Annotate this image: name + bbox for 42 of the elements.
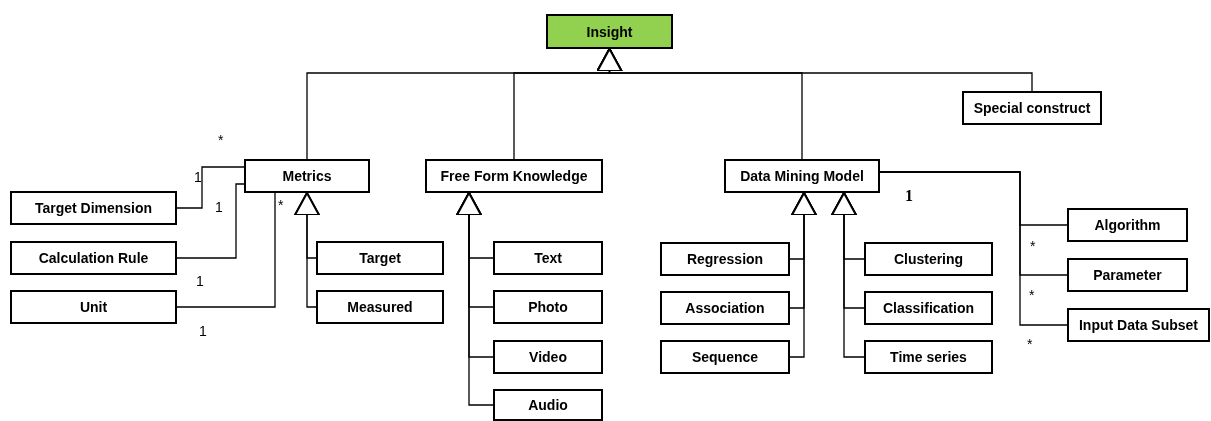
multiplicity-label: 1 — [194, 169, 202, 185]
generalization-arrow — [831, 192, 865, 358]
multiplicity-label: * — [1027, 336, 1033, 352]
class-box: Measured — [316, 290, 444, 324]
generalization-arrow — [789, 192, 817, 358]
multiplicity-label: 1 — [196, 273, 204, 289]
association-line — [176, 192, 276, 308]
association-line — [176, 183, 245, 259]
class-box: Text — [493, 241, 603, 275]
multiplicity-label: * — [1029, 287, 1035, 303]
class-box: Video — [493, 340, 603, 374]
class-box: Sequence — [660, 340, 790, 374]
multiplicity-label: 1 — [905, 188, 913, 204]
generalization-arrow — [294, 192, 320, 308]
class-box: Photo — [493, 290, 603, 324]
class-box: Data Mining Model — [724, 159, 880, 193]
multiplicity-label: * — [218, 132, 224, 148]
multiplicity-label: 1 — [199, 323, 207, 339]
class-box: Calculation Rule — [10, 241, 177, 275]
class-box: Audio — [493, 389, 603, 421]
association-line — [879, 171, 1068, 326]
class-box: Metrics — [244, 159, 370, 193]
class-box: Unit — [10, 290, 177, 324]
class-box: Special construct — [962, 91, 1102, 125]
generalization-arrow — [456, 192, 494, 406]
class-box: Classification — [864, 291, 993, 325]
class-box: Parameter — [1067, 258, 1188, 292]
class-box: Association — [660, 291, 790, 325]
association-line — [176, 166, 245, 209]
multiplicity-label: 1 — [215, 199, 223, 215]
multiplicity-label: * — [1030, 238, 1036, 254]
class-box: Clustering — [864, 242, 993, 276]
generalization-arrow — [596, 48, 1033, 92]
class-box: Target Dimension — [10, 191, 177, 225]
class-box: Insight — [546, 14, 673, 49]
class-box: Free Form Knowledge — [425, 159, 603, 193]
class-box: Target — [316, 241, 444, 275]
class-box: Input Data Subset — [1067, 308, 1210, 342]
class-box: Algorithm — [1067, 208, 1188, 242]
class-box: Regression — [660, 242, 790, 276]
multiplicity-label: * — [278, 197, 284, 213]
class-box: Time series — [864, 340, 993, 374]
